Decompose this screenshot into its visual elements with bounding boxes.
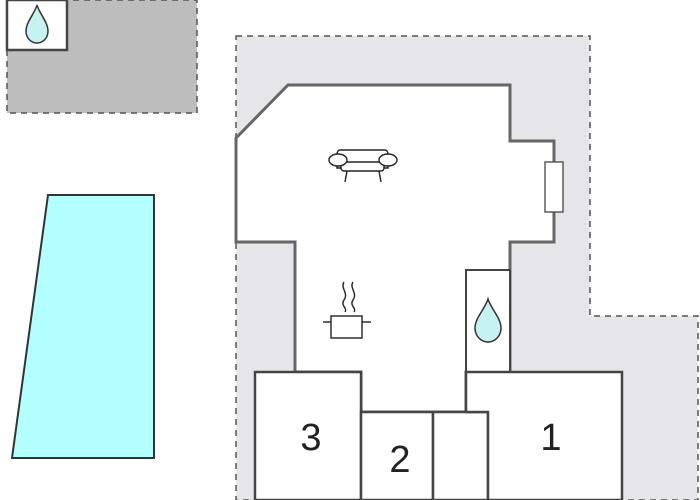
room-2-label: 2 xyxy=(389,439,410,481)
room-1-label: 1 xyxy=(540,417,561,459)
water-drop-icon xyxy=(474,296,502,343)
room-2 xyxy=(359,410,435,500)
room-3 xyxy=(253,370,363,500)
storage-room xyxy=(431,410,490,500)
room-3-label: 3 xyxy=(300,417,321,459)
sofa-icon xyxy=(328,149,398,183)
cooking-pot-icon xyxy=(323,281,371,339)
room-1 xyxy=(464,370,624,500)
radiator-icon xyxy=(544,161,564,213)
water-drop-icon xyxy=(25,4,49,44)
swimming-pool xyxy=(10,194,155,459)
